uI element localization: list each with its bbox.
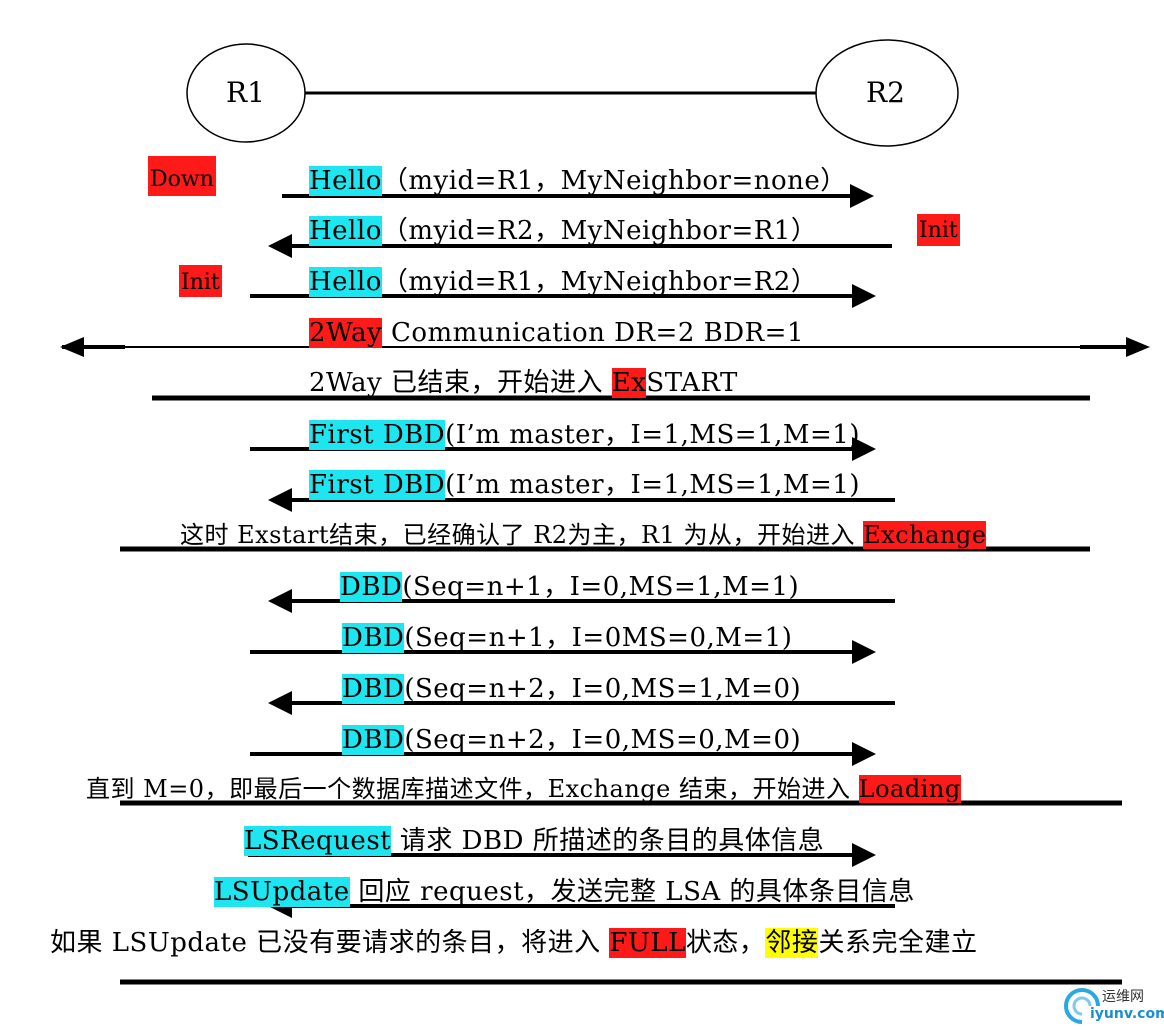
msg-text: (Seq=n+1，I=0MS=0,M=1) (404, 623, 793, 653)
msg-text-pre: 2Way 已结束，开始进入 (309, 368, 612, 398)
state-badge-init-r1: Init (179, 265, 222, 297)
watermark-swirl-icon (1064, 988, 1100, 1024)
msg-loading: 直到 M=0，即最后一个数据库描述文件，Exchange 结束，开始进入 Loa… (86, 774, 961, 804)
arrow-2way-right-head (1126, 337, 1150, 357)
msg-tag: Exchange (863, 521, 987, 549)
watermark-logo: 运维网 iyunv.com (1062, 984, 1164, 1028)
msg-tag: DBD (342, 725, 405, 755)
msg-tag: DBD (342, 623, 405, 653)
msg-text: (Seq=n+2，I=0,MS=0,M=0) (404, 725, 802, 755)
watermark-cn: 运维网 (1102, 989, 1144, 1005)
msg-tag: Hello (309, 216, 382, 246)
router-r2-label: R2 (866, 76, 905, 109)
msg-text-mid: 状态， (685, 928, 766, 958)
msg-text: 关系完全建立 (818, 928, 978, 958)
msg-text: (I’m master，I=1,MS=1,M=1) (445, 470, 860, 500)
msg-tag: LSUpdate (214, 877, 350, 907)
msg-tag: Ex (611, 368, 647, 398)
msg-2way: 2Way Communication DR=2 BDR=1 (309, 318, 804, 348)
msg-exchange: 这时 Exstart结束，已经确认了 R2为主，R1 为从，开始进入 Excha… (180, 520, 987, 550)
msg-text: (I’m master，I=1,MS=1,M=1) (445, 420, 860, 450)
msg-text: （myid=R2，MyNeighbor=R1） (381, 216, 818, 246)
msg-first-dbd-1: First DBD(I’m master，I=1,MS=1,M=1) (309, 420, 860, 450)
state-badge-init-r2: Init (917, 214, 960, 246)
msg-tag: Hello (309, 166, 382, 196)
msg-dbd-1: DBD(Seq=n+1，I=0,MS=1,M=1) (340, 572, 799, 602)
msg-tag: First DBD (309, 470, 446, 500)
arrow-2way-left-head (60, 337, 84, 357)
msg-tag: First DBD (309, 420, 446, 450)
msg-text-pre: 这时 Exstart结束，已经确认了 R2为主，R1 为从，开始进入 (180, 521, 864, 549)
msg-tag: FULL (609, 928, 686, 958)
msg-tag-adjacency: 邻接 (765, 928, 819, 958)
msg-text: 请求 DBD 所描述的条目的具体信息 (391, 826, 825, 856)
msg-text: 回应 request，发送完整 LSA 的具体条目信息 (349, 877, 915, 907)
msg-text-pre: 直到 M=0，即最后一个数据库描述文件，Exchange 结束，开始进入 (86, 775, 859, 803)
watermark-en: iyunv.com (1090, 1006, 1164, 1022)
msg-dbd-3: DBD(Seq=n+2，I=0,MS=1,M=0) (342, 674, 801, 704)
msg-exstart: 2Way 已结束，开始进入 ExSTART (309, 368, 738, 398)
msg-tag: 2Way (309, 318, 383, 348)
msg-hello-3: Hello（myid=R1，MyNeighbor=R2） (309, 267, 817, 297)
msg-tag: LSRequest (244, 826, 392, 856)
msg-hello-2: Hello（myid=R2，MyNeighbor=R1） (309, 216, 817, 246)
msg-full: 如果 LSUpdate 已没有要请求的条目，将进入 FULL状态，邻接关系完全建… (50, 928, 977, 958)
msg-tag: DBD (342, 674, 405, 704)
msg-tag: Hello (309, 267, 382, 297)
msg-dbd-2: DBD(Seq=n+1，I=0MS=0,M=1) (342, 623, 792, 653)
state-badge-down: Down (148, 156, 216, 196)
msg-hello-1: Hello（myid=R1，MyNeighbor=none） (309, 166, 847, 196)
msg-text: (Seq=n+2，I=0,MS=1,M=0) (404, 674, 802, 704)
msg-tag: Loading (858, 775, 961, 803)
msg-text: (Seq=n+1，I=0,MS=1,M=1) (402, 572, 800, 602)
msg-lsrequest: LSRequest 请求 DBD 所描述的条目的具体信息 (244, 826, 824, 856)
msg-dbd-4: DBD(Seq=n+2，I=0,MS=0,M=0) (342, 725, 801, 755)
msg-text-pre: 如果 LSUpdate 已没有要请求的条目，将进入 (50, 928, 610, 958)
msg-text: （myid=R1，MyNeighbor=none） (381, 166, 847, 196)
msg-first-dbd-2: First DBD(I’m master，I=1,MS=1,M=1) (309, 470, 860, 500)
msg-lsupdate: LSUpdate 回应 request，发送完整 LSA 的具体条目信息 (214, 877, 915, 907)
msg-text: START (646, 368, 738, 398)
msg-text: Communication DR=2 BDR=1 (382, 318, 804, 348)
router-r1-label: R1 (226, 76, 265, 109)
msg-text: （myid=R1，MyNeighbor=R2） (381, 267, 818, 297)
msg-tag: DBD (340, 572, 403, 602)
